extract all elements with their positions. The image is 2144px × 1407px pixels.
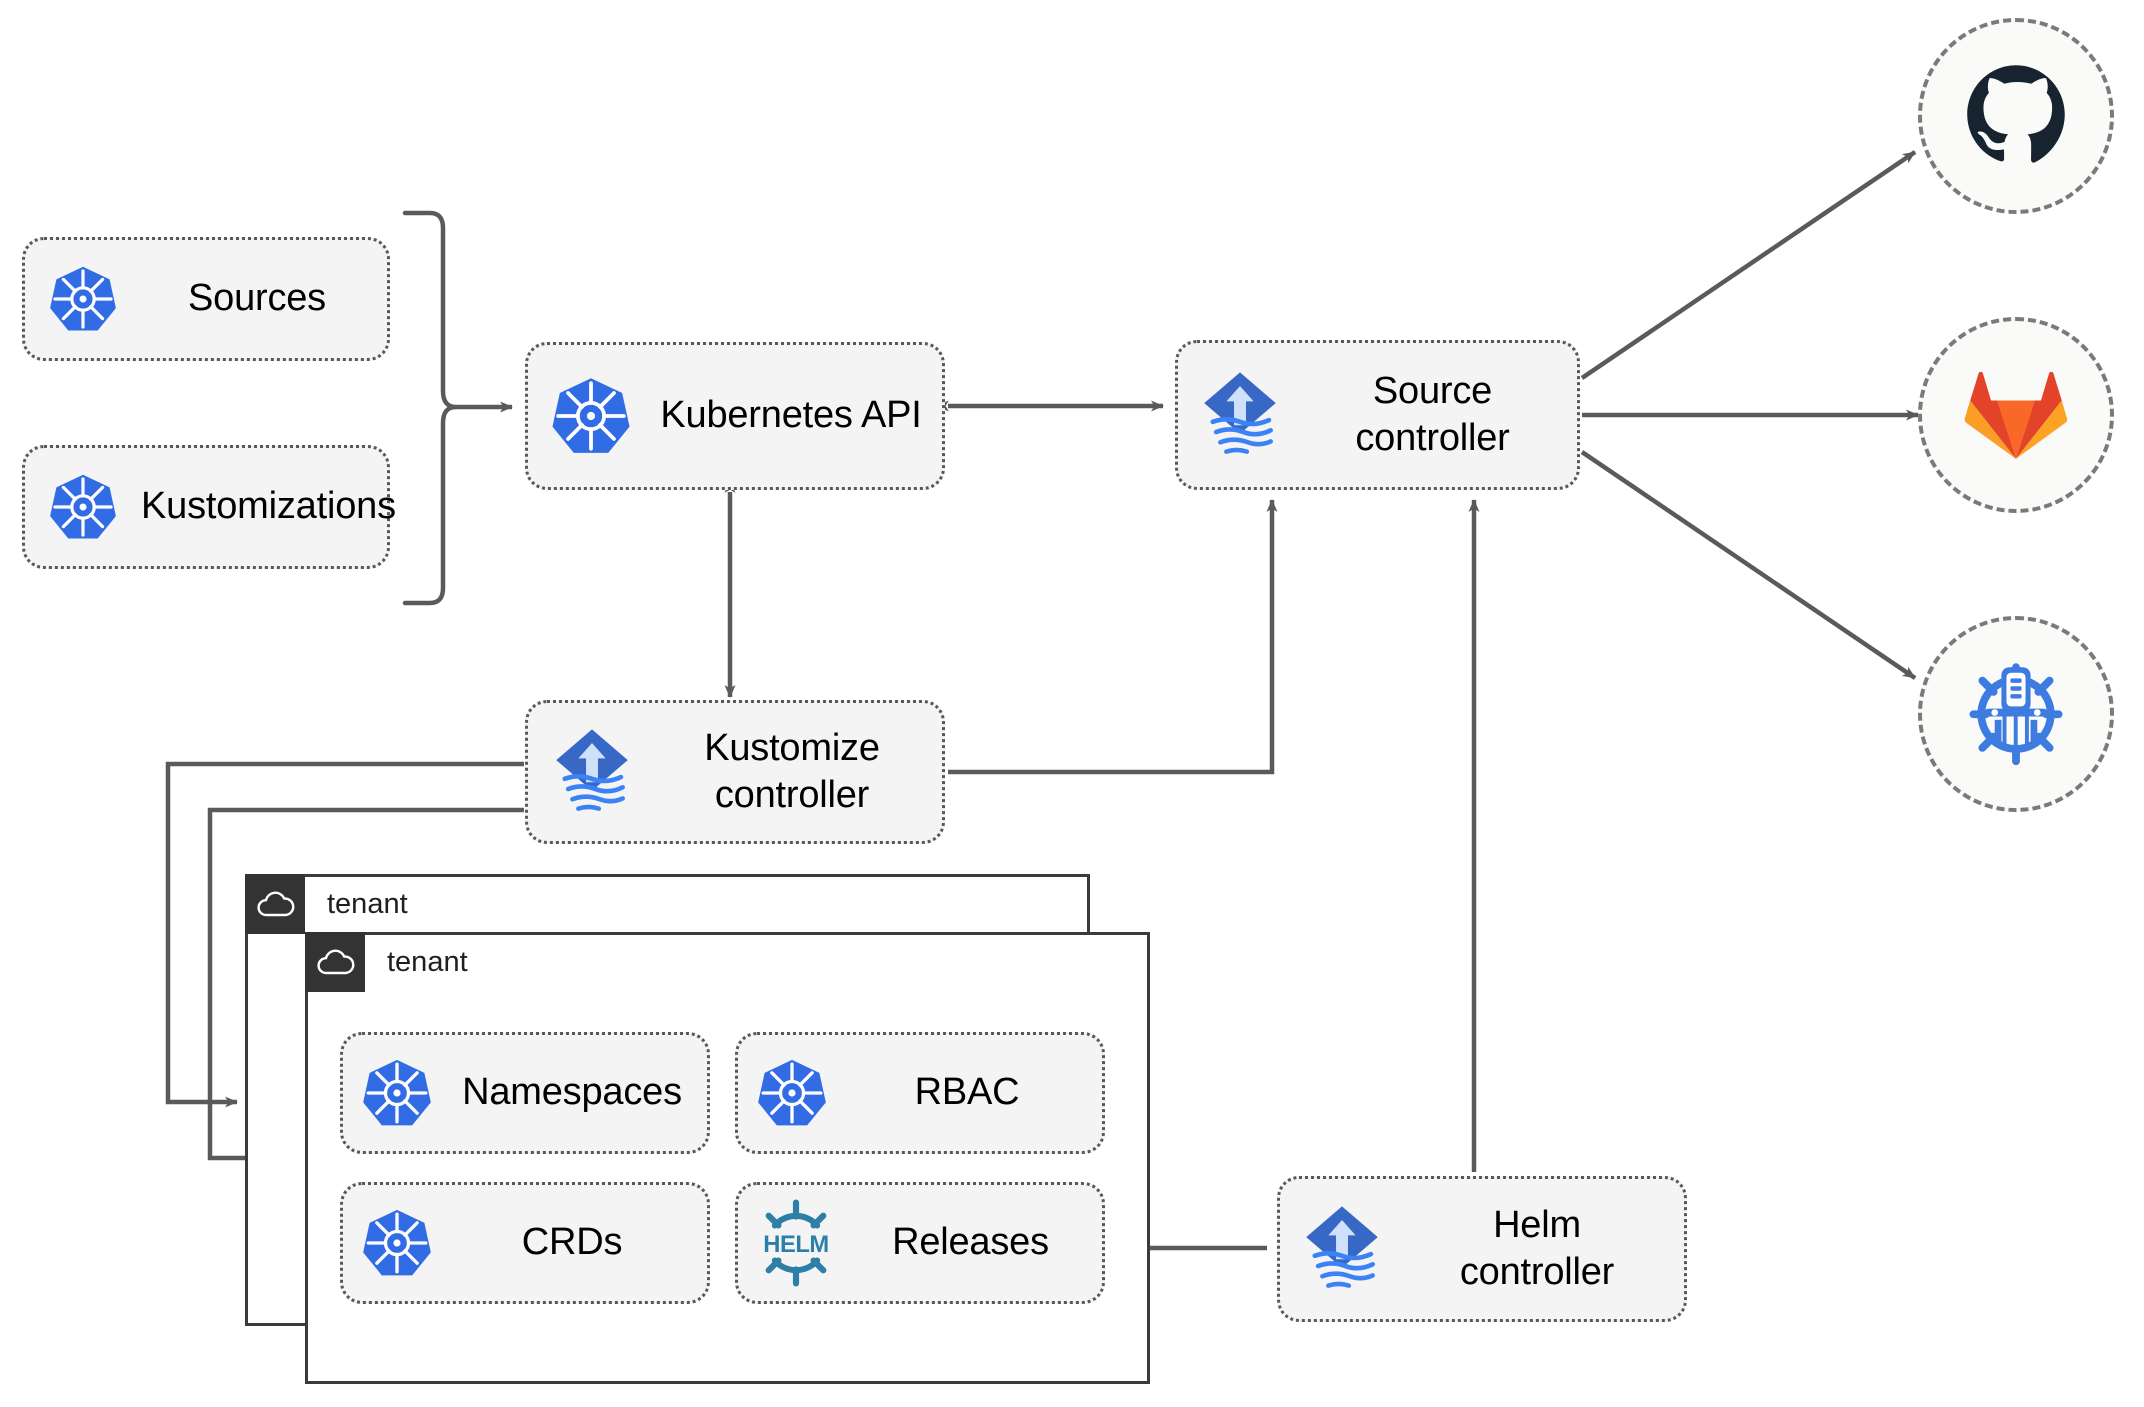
node-rbac-label: RBAC [914, 1071, 1020, 1114]
node-kustomize-controller-label: Kustomize controller [704, 726, 880, 817]
tenant-inner-header: tenant [305, 932, 468, 992]
node-sources[interactable]: Sources [22, 237, 390, 361]
gitlab-icon [1964, 363, 2068, 468]
tenant-inner-label: tenant [387, 945, 468, 978]
flux-icon [528, 726, 656, 818]
cloud-icon [245, 874, 305, 934]
node-sources-label: Sources [187, 277, 326, 320]
node-source-controller[interactable]: Source controller [1175, 340, 1580, 490]
provider-container-registry[interactable] [1918, 616, 2114, 812]
node-crds-label: CRDs [521, 1221, 623, 1264]
node-releases-label: Releases [892, 1221, 1049, 1264]
kubernetes-icon [25, 264, 141, 334]
kubernetes-icon [738, 1057, 846, 1129]
node-rbac[interactable]: RBAC [735, 1032, 1105, 1154]
node-namespaces-label: Namespaces [462, 1071, 682, 1114]
flux-icon [1178, 369, 1302, 461]
kubernetes-icon [343, 1207, 451, 1279]
github-icon [1963, 61, 2069, 172]
node-kustomizations[interactable]: Kustomizations [22, 445, 396, 569]
node-releases[interactable]: HELM Releases [735, 1182, 1105, 1304]
node-source-controller-label: Source controller [1355, 369, 1510, 460]
node-kubernetes-api[interactable]: Kubernetes API [525, 342, 945, 490]
flux-icon [1280, 1203, 1404, 1295]
svg-text:HELM: HELM [763, 1231, 829, 1258]
helm-icon: HELM [738, 1199, 853, 1287]
node-helm-controller[interactable]: Helm controller [1277, 1176, 1687, 1322]
node-kustomizations-label: Kustomizations [141, 485, 396, 528]
helm-registry-icon [1960, 656, 2072, 773]
node-kustomize-controller[interactable]: Kustomize controller [525, 700, 945, 844]
node-kubernetes-api-label: Kubernetes API [660, 394, 922, 437]
tenant-outer-header: tenant [245, 874, 408, 934]
node-namespaces[interactable]: Namespaces [340, 1032, 710, 1154]
provider-github[interactable] [1918, 18, 2114, 214]
tenant-inner-container: tenant [305, 932, 1150, 1384]
tenant-outer-label: tenant [327, 887, 408, 920]
cloud-icon [305, 932, 365, 992]
provider-gitlab[interactable] [1918, 317, 2114, 513]
node-helm-controller-label: Helm controller [1459, 1203, 1615, 1294]
kubernetes-icon [25, 472, 141, 542]
kubernetes-icon [343, 1057, 451, 1129]
node-crds[interactable]: CRDs [340, 1182, 710, 1304]
kubernetes-icon [528, 375, 654, 457]
